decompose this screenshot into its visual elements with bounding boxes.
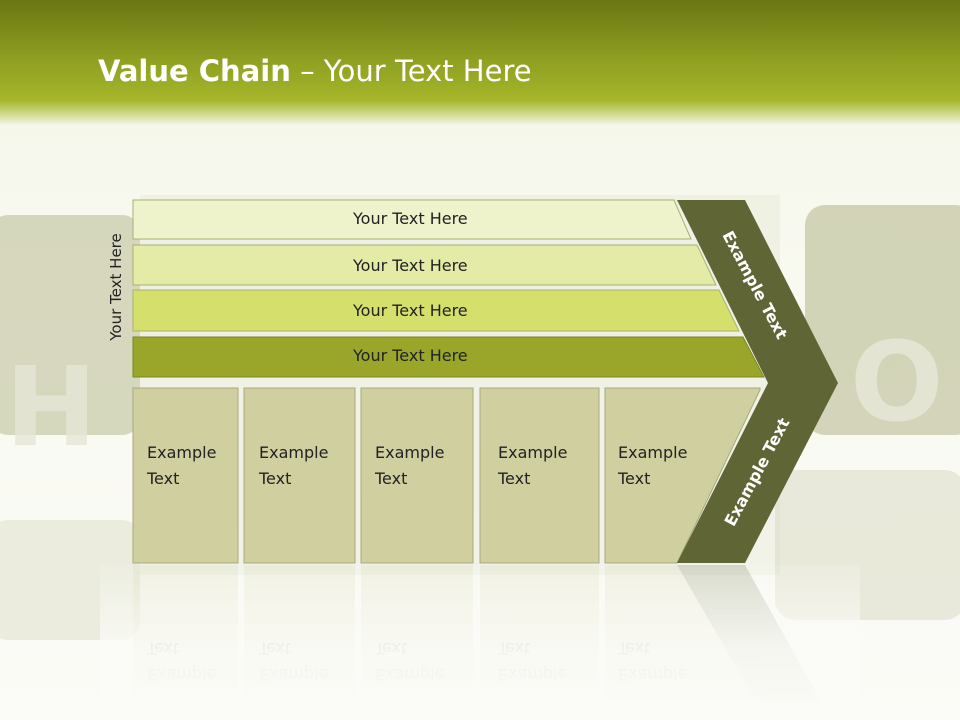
box-label-3: Example Text <box>375 443 445 488</box>
bar-label-1: Your Text Here <box>353 209 468 228</box>
box-2 <box>243 387 356 564</box>
chevron-arrow <box>677 200 838 563</box>
box-label-5: Example Text <box>618 443 688 488</box>
page-title: Value Chain – Your Text Here <box>98 54 532 88</box>
box-label-2: Example Text <box>259 443 329 488</box>
bar-label-3: Your Text Here <box>353 301 468 320</box>
bar-label-4: Your Text Here <box>353 346 468 365</box>
svg-text:O: O <box>850 318 944 446</box>
box-4 <box>479 387 600 564</box>
box-label-4: Example Text <box>498 443 568 488</box>
title-rest: – Your Text Here <box>290 54 532 88</box>
title-bold: Value Chain <box>98 54 291 88</box>
reflection-fade <box>100 565 860 720</box>
box-5 <box>604 387 761 564</box>
svg-text:H: H <box>5 343 97 471</box>
box-1 <box>132 387 239 564</box>
header-band <box>0 0 960 125</box>
box-3 <box>360 387 474 564</box>
box-label-1: Example Text <box>147 443 217 488</box>
bar-label-2: Your Text Here <box>353 256 468 275</box>
bar-2 <box>132 244 717 286</box>
bar-4 <box>132 336 765 378</box>
bar-1 <box>132 199 692 240</box>
side-label: Your Text Here <box>107 233 125 341</box>
bar-3 <box>132 289 740 332</box>
